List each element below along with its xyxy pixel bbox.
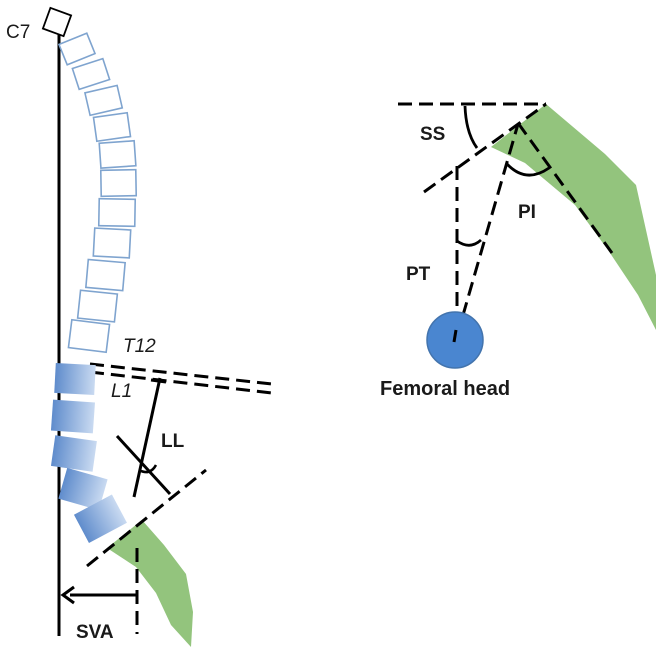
lumbar-vertebra xyxy=(54,362,96,396)
femoral-head-label: Femoral head xyxy=(380,378,510,400)
pi-perpendicular-line xyxy=(516,122,614,254)
l1-label: L1 xyxy=(111,381,132,402)
thoracic-vertebra xyxy=(92,227,132,259)
t12-label: T12 xyxy=(123,336,156,357)
pt-label: PT xyxy=(406,264,431,285)
thoracic-vertebra xyxy=(92,111,132,143)
sacrum-right xyxy=(491,104,656,330)
ll-l1-perpendicular xyxy=(132,377,162,498)
pi-angle-arc xyxy=(505,163,550,177)
thoracic-vertebrae xyxy=(57,32,138,354)
ss-angle-arc xyxy=(463,105,479,149)
lumbar-vertebra xyxy=(58,467,108,511)
c7-vertebra xyxy=(41,6,73,38)
lumbar-vertebrae xyxy=(50,362,127,543)
thoracic-vertebra xyxy=(76,289,119,323)
s1-endplate-line xyxy=(86,468,207,568)
ll-label: LL xyxy=(161,431,185,452)
pi-label: PI xyxy=(518,202,536,223)
lumbar-vertebra xyxy=(73,494,127,543)
spine-panel: C7 T12 L1 xyxy=(6,6,273,647)
thoracic-vertebra xyxy=(67,318,111,354)
femoral-to-sacrum-line xyxy=(455,123,520,337)
thoracic-vertebra xyxy=(71,57,111,91)
c7-label: C7 xyxy=(6,22,30,43)
thoracic-vertebra xyxy=(99,168,138,198)
thoracic-vertebra xyxy=(97,197,137,228)
pelvis-panel: Femoral head SS PI PT xyxy=(380,102,656,400)
femoral-head-line-end xyxy=(452,329,458,343)
lumbar-vertebra xyxy=(50,399,95,434)
thoracic-vertebra xyxy=(57,32,97,66)
sacral-endplate-line xyxy=(423,102,547,194)
thoracic-vertebra xyxy=(98,139,137,170)
sva-arrow-head xyxy=(60,585,75,605)
pt-angle-arc xyxy=(456,238,482,247)
ss-label: SS xyxy=(420,124,445,145)
sva-label: SVA xyxy=(76,622,114,643)
ll-l1-tick xyxy=(150,378,167,384)
thoracic-vertebra xyxy=(83,84,124,117)
l1-endplate-line xyxy=(89,362,273,395)
ll-angle-arc xyxy=(138,464,158,474)
ll-s1-perpendicular xyxy=(115,434,172,496)
lumbar-vertebra xyxy=(50,435,97,472)
thoracic-vertebra xyxy=(84,258,127,292)
sacrum xyxy=(107,520,193,647)
